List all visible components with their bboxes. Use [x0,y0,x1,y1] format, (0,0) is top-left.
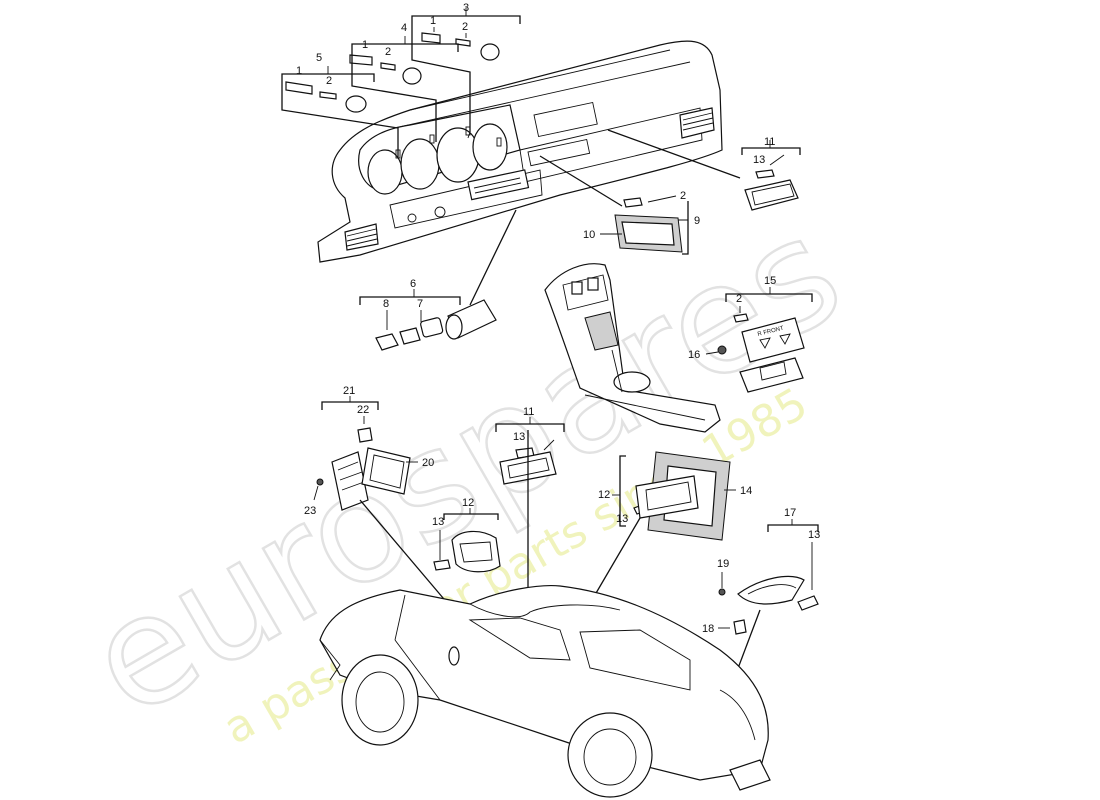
gauge-1 [367,149,403,195]
callout-13-top: 13 [753,154,765,166]
callout-13-left: 13 [432,516,444,528]
callout-3-2: 2 [462,21,468,33]
gauge-3 [436,127,480,183]
bulb-group-6: 6 8 7 [359,209,517,351]
callout-16: 16 [688,349,700,361]
license-light: 17 13 19 18 [702,507,820,717]
front-wheel [341,654,419,746]
callout-5-2: 2 [326,75,332,87]
door-light: 21 22 20 23 [304,385,461,619]
car-illustration [319,585,771,798]
gauge-2 [400,138,440,190]
callout-14: 14 [740,485,752,497]
center-switch-light: 2 9 10 [539,155,700,255]
callout-12-left: 12 [462,497,474,509]
callout-3: 3 [463,2,469,14]
callout-13-mid: 13 [513,431,525,443]
callout-13-far: 13 [808,529,820,541]
callout-4-1: 1 [362,39,368,51]
callout-23: 23 [304,505,316,517]
callout-2-right: 2 [736,293,742,305]
bulb-group-4: 4 1 2 [349,22,459,142]
callout-11-top: 11 [764,136,775,148]
roof-light: 12 13 14 [591,451,752,601]
gauge-4 [472,123,508,171]
callout-5-1: 1 [296,65,302,77]
glovebox-light: 11 13 [607,129,801,211]
callout-20: 20 [422,457,434,469]
dashboard [317,40,723,263]
callout-8: 8 [383,298,389,310]
center-console [544,263,721,433]
callout-7: 7 [417,298,423,310]
callout-22: 22 [357,404,369,416]
switch-panel: 15 2 R FRONT 16 [688,275,813,393]
footwell-light: 12 13 [432,430,529,600]
callout-17: 17 [784,507,796,519]
callout-11-mid: 11 [523,406,534,418]
callout-18: 18 [702,623,714,635]
bulb-group-3: 3 1 2 [411,2,521,139]
callout-10: 10 [583,229,595,241]
callout-21: 21 [343,385,355,397]
callout-3-1: 1 [430,15,436,27]
callout-4: 4 [401,22,407,34]
rear-wheel [567,712,653,798]
callout-19: 19 [717,558,729,570]
callout-4-2: 2 [385,46,391,58]
callout-5: 5 [316,52,322,64]
callout-13-right: 13 [616,513,628,525]
callout-6: 6 [410,278,416,290]
bulb-group-5: 5 1 2 [281,52,399,158]
callout-15: 15 [764,275,776,287]
callout-9: 9 [694,215,700,227]
callout-12-right: 12 [598,489,610,501]
callout-2-mid: 2 [680,190,686,202]
